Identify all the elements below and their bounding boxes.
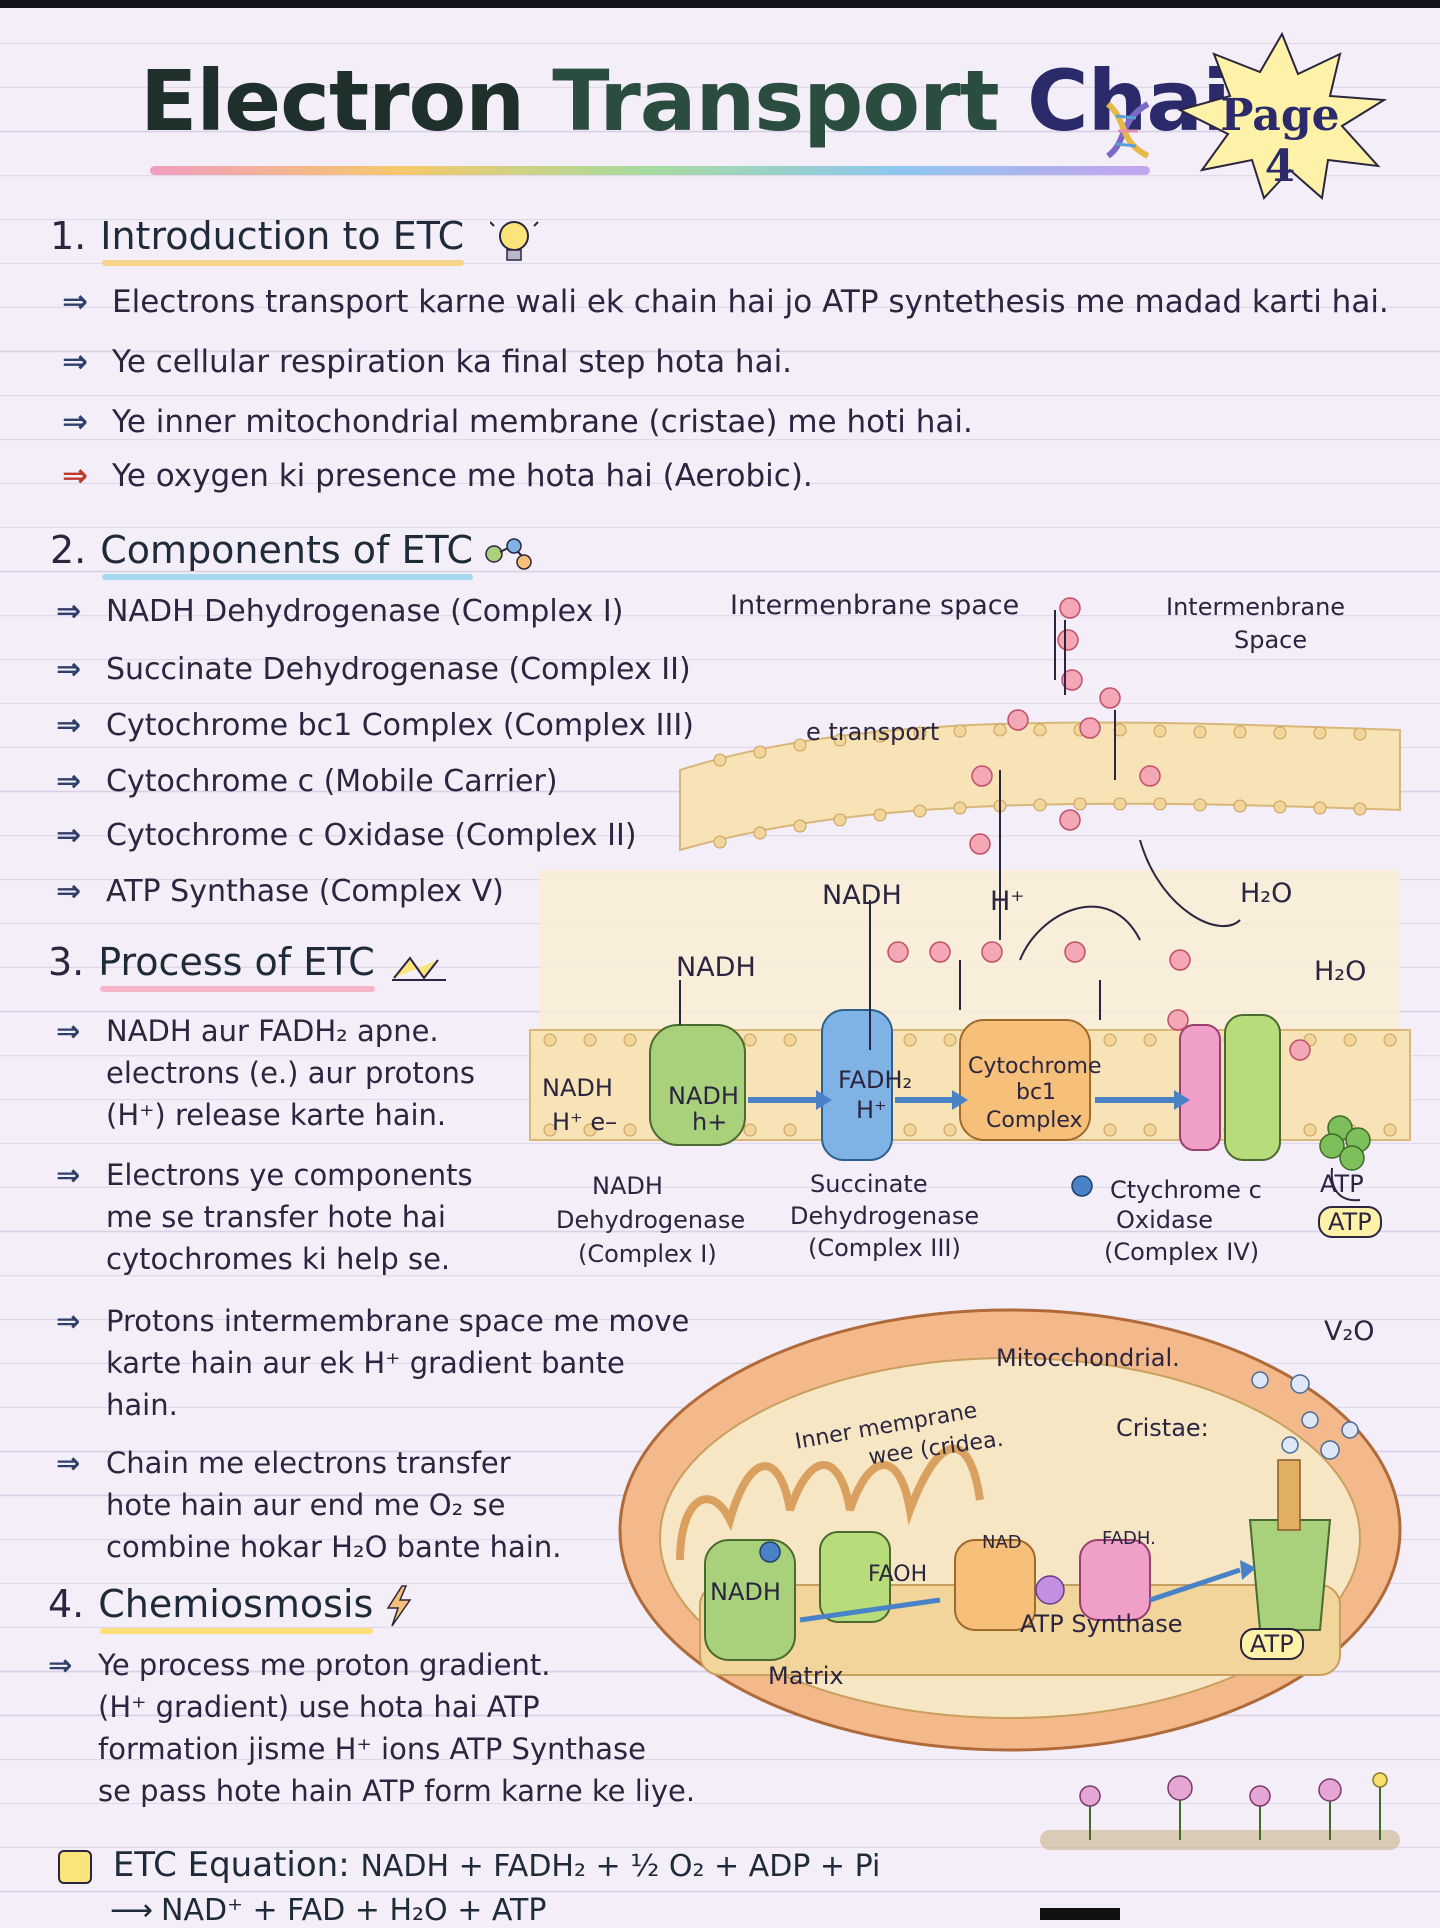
h-plus-top-label: H⁺ [990,886,1025,917]
complex1-name-3: (Complex I) [578,1240,717,1268]
ims-label-right-2: Space [1234,626,1308,654]
complex2-fadh-label: FADH₂ [838,1066,913,1094]
h2o-right-label: H₂O [1314,956,1367,987]
lightbulb-icon [490,221,539,261]
equation-lhs: NADH + FADH₂ + ½ O₂ + ADP + Pi [360,1849,881,1884]
intro-bullet-1: ⇒Electrons transport karne wali ek chain… [62,284,1389,320]
ims-label-right-1: Intermenbrane [1166,593,1346,621]
bottom-dark-tab [1040,1908,1120,1920]
process-bullet-2: ⇒ Electrons ye components me se transfer… [56,1158,473,1276]
section-3-heading: 3.Process of ETC [48,940,375,992]
complex2-name-3: (Complex III) [808,1234,961,1262]
complex3-label-1: Cytochrome [968,1054,1102,1079]
intro-bullet-4: ⇒Ye oxygen ki presence me hota hai (Aero… [62,458,813,494]
ims-label-left: Intermenbrane space [730,590,1020,621]
atp-label-1: ATP [1320,1170,1364,1198]
etc-equation-line-2: ⟶NAD⁺ + FAD + H₂O + ATP [110,1893,547,1928]
flowers-decoration-icon [1040,1772,1400,1850]
equation-icon [58,1849,92,1884]
etc-equation-line-1: ETC Equation: NADH + FADH₂ + ½ O₂ + ADP … [58,1845,880,1885]
process-flow-icon [392,956,446,981]
dna-icon [1105,101,1150,159]
matrix-label: Matrix [768,1662,844,1690]
he-left-label: H⁺ e– [552,1108,618,1136]
title-word-2: Transport [552,52,999,150]
chemiosmosis-text: ⇒ Ye process me proton gradient. (H⁺ gra… [48,1648,696,1808]
process-bullet-3: ⇒ Protons intermembrane space me move ka… [56,1304,690,1422]
atp-label-2: ATP [1318,1206,1382,1238]
component-2: ⇒Succinate Dehydrogenase (Complex II) [56,652,691,687]
equation-label: ETC Equation: [112,1845,350,1885]
component-1: ⇒NADH Dehydrogenase (Complex I) [56,594,624,629]
molecule-icon [485,538,532,570]
complex2-h-label: H⁺ [856,1096,887,1124]
equation-rhs: NAD⁺ + FAD + H₂O + ATP [161,1893,547,1928]
title-word-1: Electron [140,52,525,150]
mito-faoh-label: FAOH [868,1562,928,1587]
process-bullet-4: ⇒ Chain me electrons transfer hote hain … [56,1446,562,1564]
complex2-name-2: Dehydrogenase [790,1202,980,1230]
mito-nad-label: NAD [982,1532,1022,1553]
complex1-h-label: h+ [692,1108,728,1136]
component-4: ⇒Cytochrome c (Mobile Carrier) [56,764,558,799]
mito-atp-label: ATP [1240,1628,1304,1660]
cristae-label: Cristae: [1116,1414,1209,1442]
complex1-name-2: Dehydrogenase [556,1206,746,1234]
complex3-label-3: Complex [986,1108,1083,1133]
process-bullet-1: ⇒ NADH aur FADH₂ apne. electrons (e.) au… [56,1014,476,1132]
component-3: ⇒Cytochrome bc1 Complex (Complex III) [56,708,694,743]
e-transport-label: e transport [806,718,940,746]
title-underline [150,166,1150,175]
nadh-top-label: NADH [822,880,902,911]
section-4-heading: 4.Chemiosmosis [48,1582,374,1634]
nadh-mid-label: NADH [676,952,756,983]
complex3-label-2: bc1 [1016,1080,1057,1105]
section-1-heading: 1.Introduction to ETC [50,214,465,266]
top-edge-bar [0,0,1440,8]
complex1-name-1: NADH [592,1172,663,1200]
lightning-icon [386,1585,412,1627]
mito-nadh-label: NADH [710,1578,781,1606]
intro-bullet-3: ⇒Ye inner mitochondrial membrane (crista… [62,404,973,440]
nadh-left-label: NADH [542,1074,613,1102]
page-badge-star-icon [1177,31,1388,200]
mito-fadh-label: FADH. [1102,1528,1156,1549]
mitochondrion-diagram [618,1308,1402,1752]
component-6: ⇒ATP Synthase (Complex V) [56,874,504,909]
h2o-top-label: H₂O [1240,878,1293,909]
mito-title: Mitocchondrial. [996,1344,1180,1372]
complex4-name-2: Oxidase [1116,1206,1213,1234]
intro-bullet-2: ⇒Ye cellular respiration ka final step h… [62,344,793,380]
component-5: ⇒Cytochrome c Oxidase (Complex II) [56,818,637,853]
page-badge: Page 4 [1220,90,1340,192]
complex4-name-3: (Complex IV) [1104,1238,1260,1266]
complex1-nadh-label: NADH [668,1082,739,1110]
etc-membrane-diagram [529,597,1411,1202]
atp-synthase-label: ATP Synthase [1020,1610,1183,1638]
section-2-heading: 2.Components of ETC [50,528,473,580]
complex4-name-1: Ctychrome c [1110,1176,1262,1204]
mito-v2o-label: V₂O [1324,1316,1375,1347]
complex2-name-1: Succinate [810,1170,928,1198]
